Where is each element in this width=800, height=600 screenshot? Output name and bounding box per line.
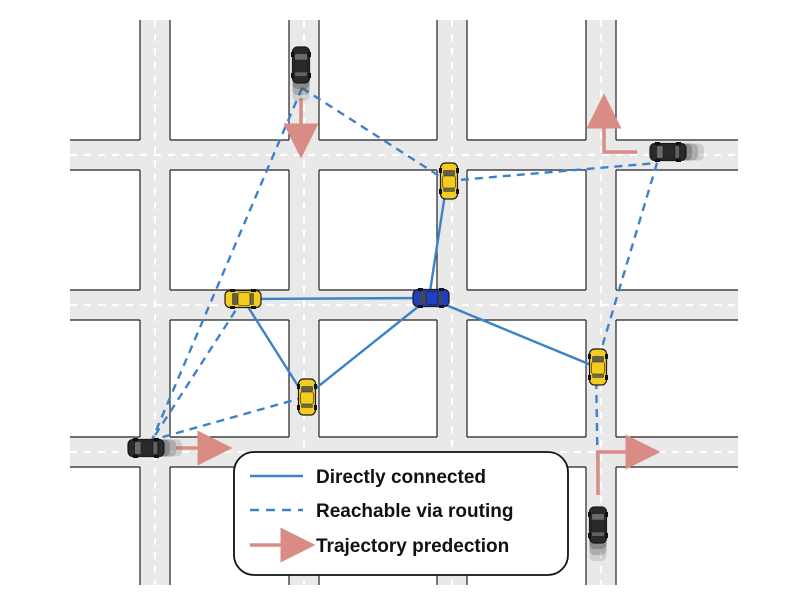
trajectory-arrow-dark_right — [586, 93, 637, 154]
trajectory-arrows-layer — [176, 93, 661, 495]
links-layer — [150, 86, 659, 493]
legend: Directly connected Reachable via routing… — [233, 451, 569, 576]
road-horizontal — [70, 140, 738, 170]
direct-link-ego-yellow_top — [427, 180, 449, 299]
routing-link-yellow_mid-dark_bottom_left — [151, 395, 306, 442]
legend-direct-label: Directly connected — [316, 467, 486, 488]
vehicle-dark-bottom-left — [127, 438, 182, 458]
direct-link-ego-yellow_right — [428, 296, 597, 369]
vehicle-dark-bottom-right — [588, 506, 608, 561]
vehicles-layer — [127, 46, 704, 561]
legend-trajectory-label: Trajectory predection — [316, 536, 509, 557]
routing-link-yellow_top-dark_right — [446, 161, 658, 183]
vehicle-dark-top — [291, 46, 311, 101]
direct-link-yellow_left-ego — [242, 296, 430, 301]
routing-link-dark_right-yellow_right — [594, 162, 659, 368]
road-horizontal — [70, 290, 738, 320]
legend-box — [233, 451, 569, 576]
vehicle-yellow-top — [439, 162, 459, 200]
vehicle-yellow-right — [588, 348, 608, 386]
vehicle-ego — [412, 288, 450, 308]
direct-link-yellow_left-yellow_mid — [241, 298, 307, 398]
vehicle-dark-right — [649, 142, 704, 162]
direct-link-ego-yellow_mid — [304, 297, 430, 398]
routing-link-dark_top-dark_bottom_left — [150, 87, 304, 441]
trajectory-arrow-dark_bottom_right — [596, 434, 661, 495]
legend-routing-label: Reachable via routing — [316, 501, 513, 522]
vehicle-yellow-left — [224, 289, 262, 309]
routing-link-dark_top-yellow_top — [301, 86, 448, 183]
vehicle-yellow-mid — [297, 378, 317, 416]
